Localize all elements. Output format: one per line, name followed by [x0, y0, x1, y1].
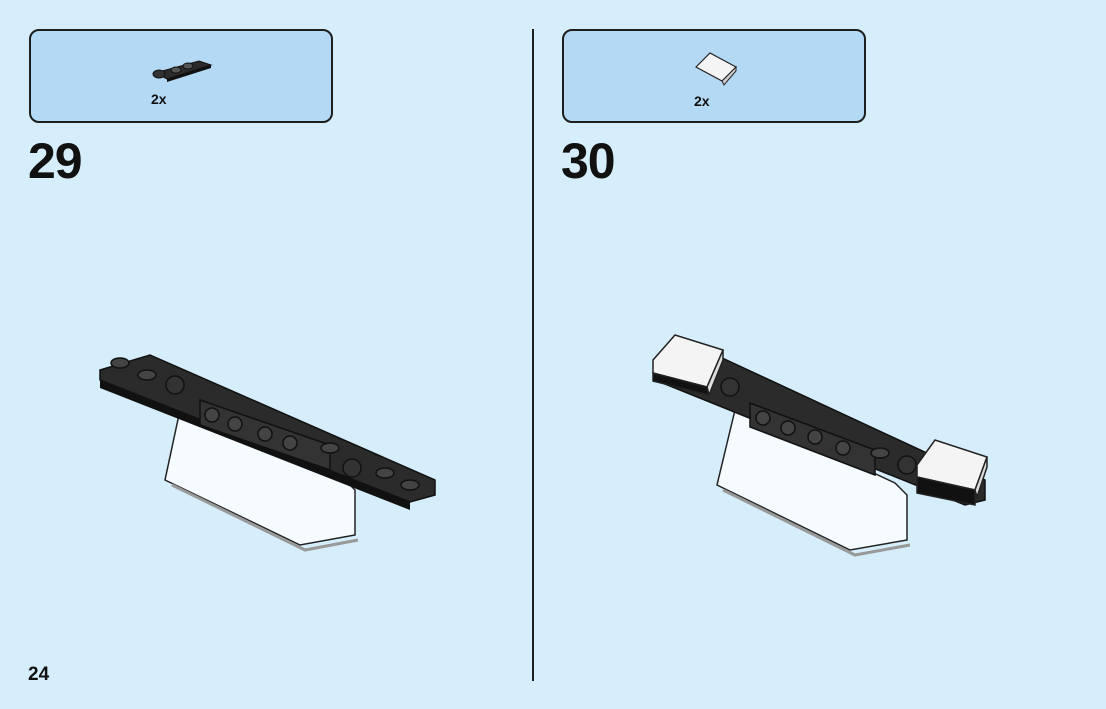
step-number: 29 — [28, 133, 83, 189]
step-29-parts-box: 2x — [29, 29, 333, 123]
step-number: 30 — [561, 133, 616, 189]
page-number: 24 — [28, 664, 50, 685]
parts-quantity: 2x — [151, 91, 167, 107]
plate-clip-part-icon — [152, 60, 213, 82]
slope-tile-right — [916, 439, 988, 506]
step-30-parts-box: 2x — [562, 29, 866, 123]
step-30-assembly-illustration — [652, 334, 988, 557]
slope-tile-part-icon — [695, 52, 737, 86]
column-divider — [532, 29, 534, 681]
parts-quantity: 2x — [694, 93, 710, 109]
step-29-assembly-illustration — [99, 354, 436, 552]
slope-tile-left — [652, 334, 725, 398]
